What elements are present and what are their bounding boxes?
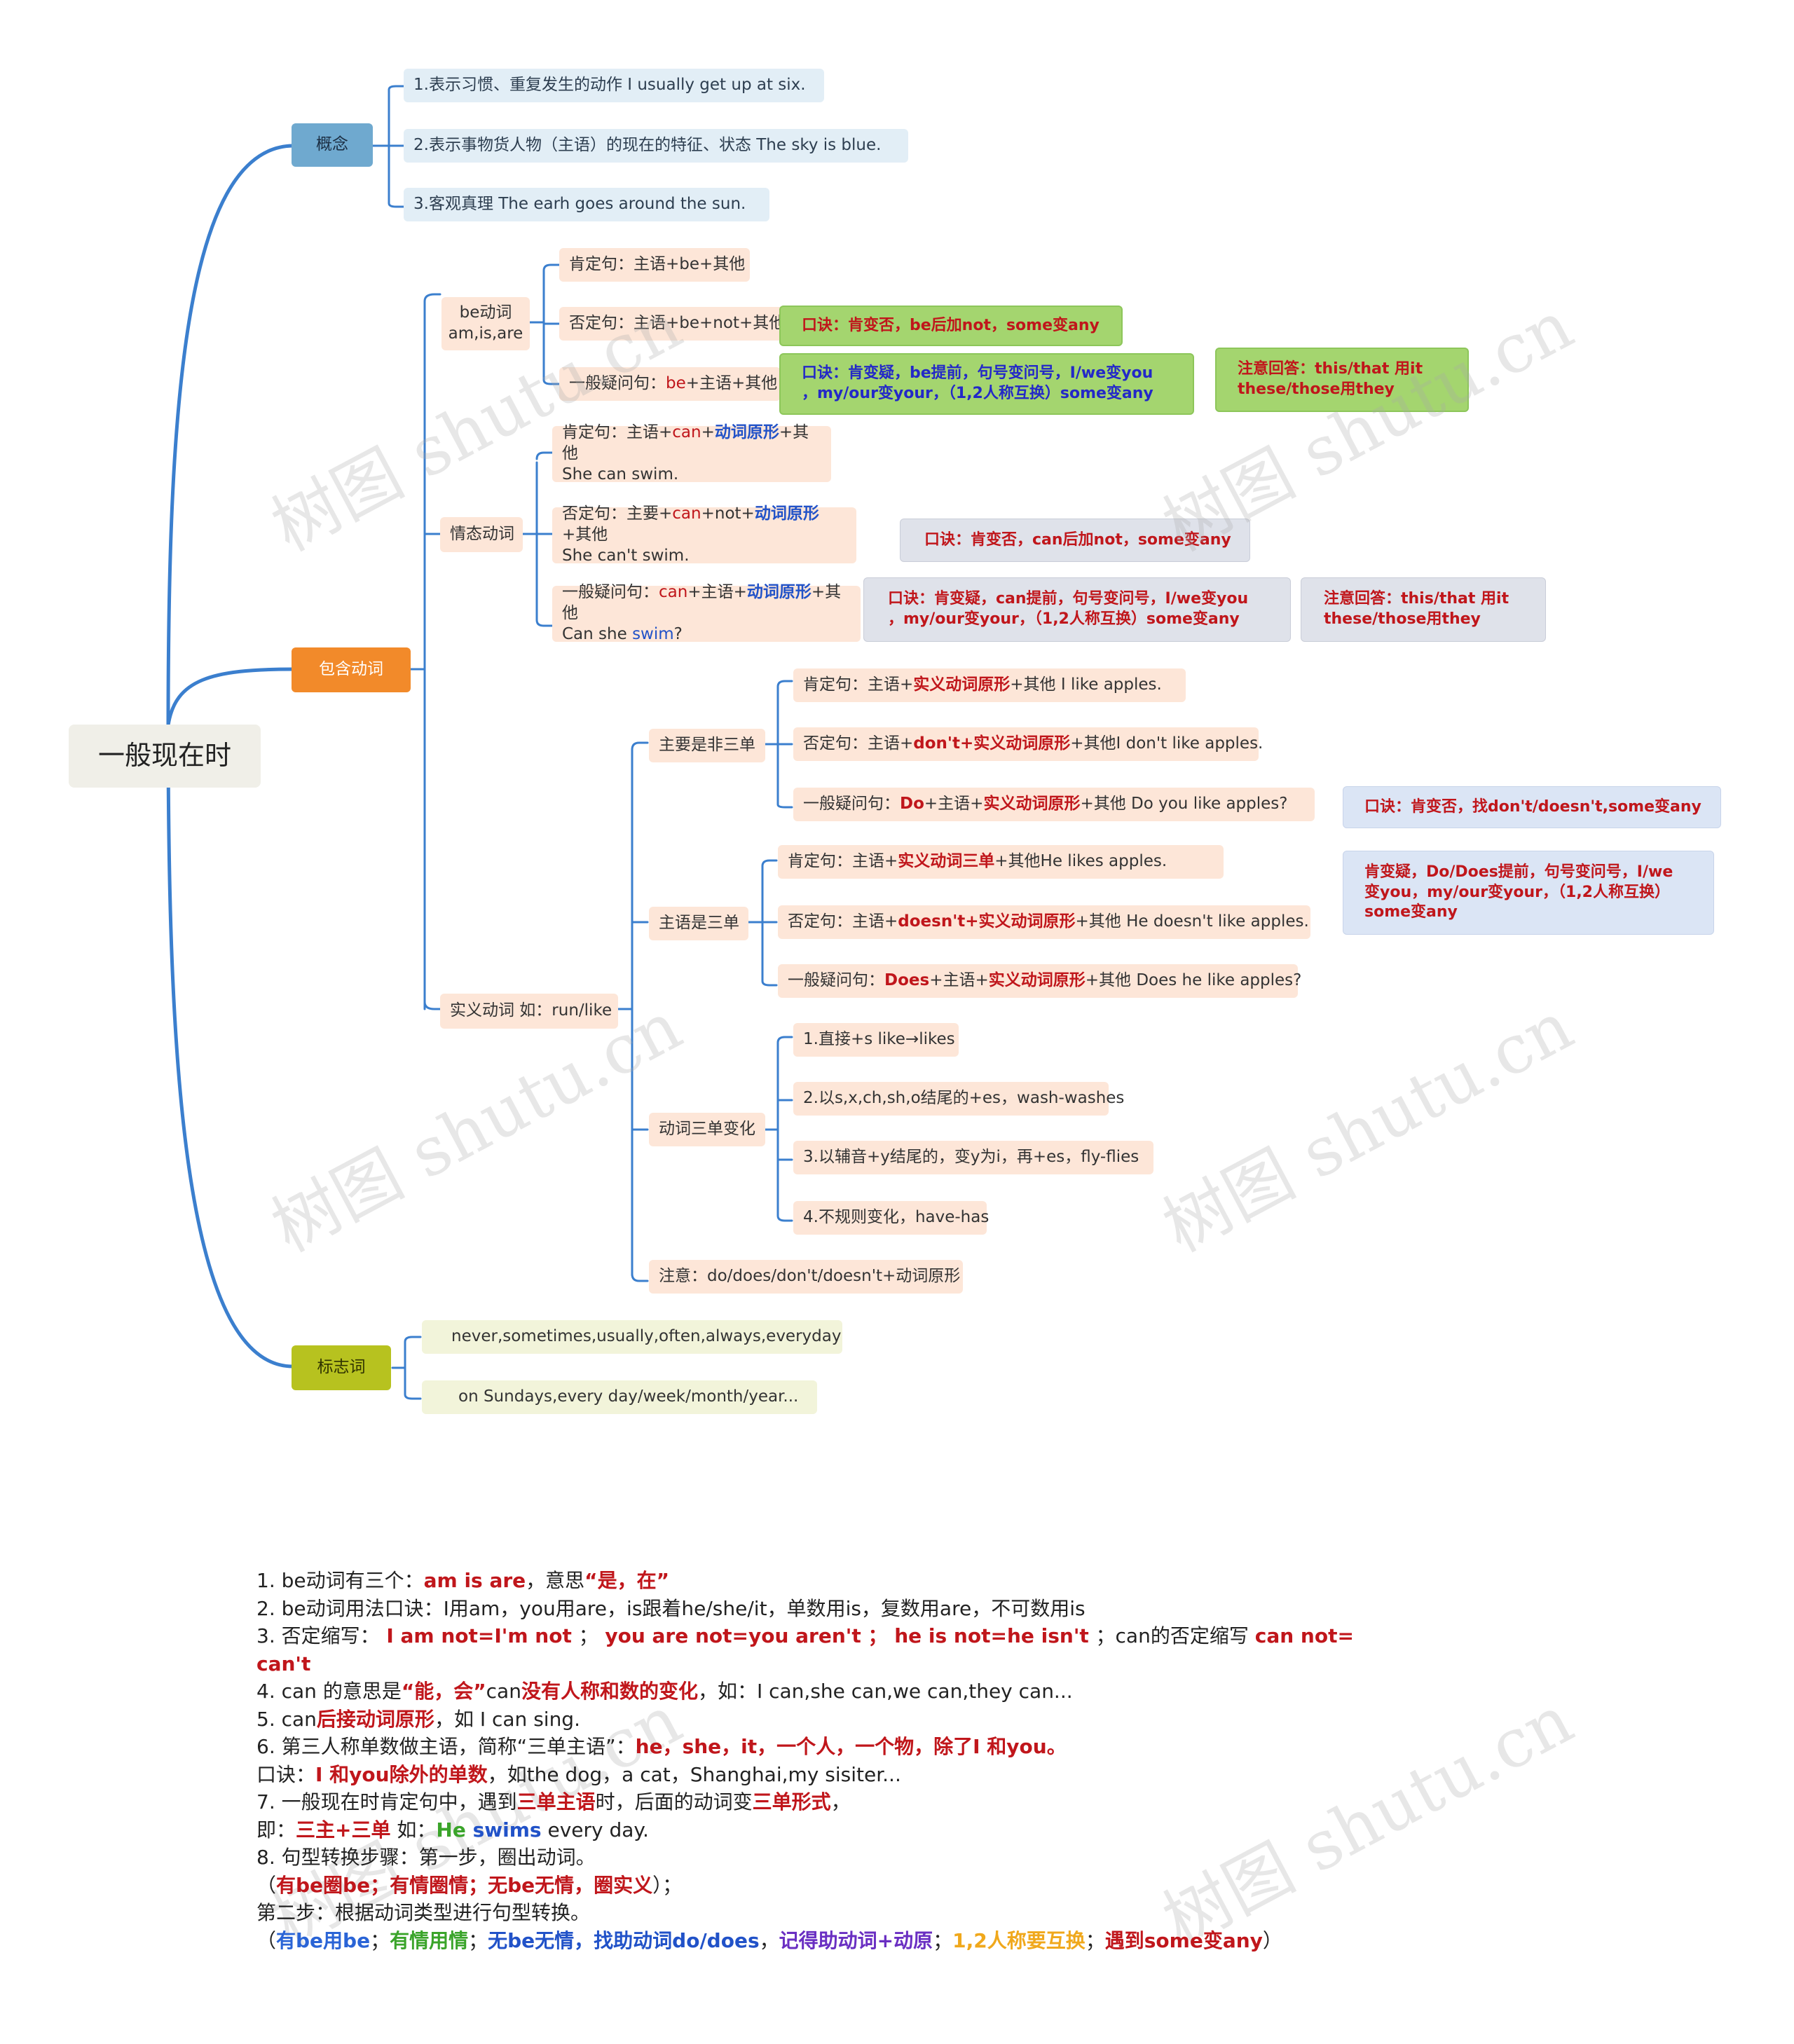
be-negative-tip: 口诀：肯变否，be后加not，some变any [779,306,1123,346]
modal-verb-node[interactable]: 情态动词 [440,517,523,552]
note-line-6b: 口诀：I 和you除外的单数，如the dog，a cat，Shanghai,m… [256,1762,901,1786]
note-line-2: 2. be动词用法口诀：I用am，you用are，is跟着he/she/it，单… [256,1596,1086,1620]
third-question[interactable]: 一般疑问句：Does+主语+实义动词原形+其他 Does he like app… [778,964,1301,998]
note-line-5: 5. can后接动词原形，如 I can sing. [256,1707,580,1731]
note-line-6: 6. 第三人称单数做主语，简称“三单主语”：he，she，it，一个人，一个物，… [256,1735,1067,1758]
modal-negative-tip: 口诀：肯变否，can后加not，some变any [900,519,1250,562]
non3-affirmative[interactable]: 肯定句：主语+实义动词原形+其他 I like apples. [793,668,1186,702]
note-line-7b: 即：三主+三单 如：He swims every day. [256,1818,649,1841]
concept-item-2[interactable]: 2.表示事物货人物（主语）的现在的特征、状态 The sky is blue. [404,129,908,163]
change-rule-1[interactable]: 1.直接+s like→likes [793,1023,959,1057]
change-rule-4[interactable]: 4.不规则变化，have-has [793,1201,989,1235]
grammar-notes: 1. be动词有三个：am is are，意思“是，在” 2. be动词用法口诀… [256,1567,1354,1954]
root-topic[interactable]: 一般现在时 [69,725,261,788]
concept-item-3[interactable]: 3.客观真理 The earh goes around the sun. [404,188,769,221]
note-line-8c: 第二步：根据动词类型进行句型转换。 [256,1901,591,1924]
note-line-7: 7. 一般现在时肯定句中，遇到三单主语时，后面的动词变三单形式， [256,1790,851,1813]
root-label: 一般现在时 [97,740,231,771]
branch-concept[interactable]: 概念 [292,123,373,167]
marker-item-2[interactable]: on Sundays,every day/week/month/year... [422,1380,817,1414]
change-rule-2[interactable]: 2.以s,x,ch,sh,o结尾的+es，wash-washes [793,1082,1124,1116]
branch-verbs-label: 包含动词 [319,660,383,679]
non3-question[interactable]: 一般疑问句：Do+主语+实义动词原形+其他 Do you like apples… [793,788,1315,821]
branch-verbs[interactable]: 包含动词 [292,647,411,692]
note-line-3b: can't [256,1652,311,1675]
non3-negative[interactable]: 否定句：主语+don't+实义动词原形+其他I don't like apple… [793,727,1263,761]
non3-tip: 口诀：肯变否，找don't/doesn't,some变any [1343,786,1721,828]
action-verb-node[interactable]: 实义动词 如：run/like [440,994,618,1029]
branch-concept-label: 概念 [316,135,348,154]
third-person-change-node[interactable]: 动词三单变化 [649,1113,765,1146]
third-person-node[interactable]: 主语是三单 [649,907,748,940]
note-line-4: 4. can 的意思是“能，会”can没有人称和数的变化，如：I can,she… [256,1680,1073,1703]
branch-markers[interactable]: 标志词 [292,1345,391,1390]
note-line-8d: （有be用be；有情用情；无be无情，找助动词do/does，记得助动词+动原；… [256,1928,1282,1952]
be-question[interactable]: 一般疑问句：be+主语+其他 [559,367,781,401]
note-line-1: 1. be动词有三个：am is are，意思“是，在” [256,1569,669,1592]
be-negative[interactable]: 否定句：主语+be+not+其他 [559,307,786,341]
be-affirmative[interactable]: 肯定句：主语+be+其他 [559,248,750,282]
third-negative[interactable]: 否定句：主语+doesn't+实义动词原形+其他 He doesn't like… [778,905,1310,939]
be-question-tip: 口诀：肯变疑，be提前，句号变问号，I/we变you，my/our变your，（… [779,353,1194,415]
note-line-8b: （有be圈be；有情圈情；无be无情，圈实义）； [256,1873,683,1897]
concept-item-1[interactable]: 1.表示习惯、重复发生的动作 I usually get up at six. [404,69,824,102]
action-note[interactable]: 注意：do/does/don't/doesn't+动词原形 [649,1260,963,1294]
modal-question-tip: 口诀：肯变疑，can提前，句号变问号，I/we变you，my/our变your，… [863,577,1291,642]
non-third-person-node[interactable]: 主要是非三单 [649,729,765,762]
note-line-8: 8. 句型转换步骤：第一步，圈出动词。 [256,1846,596,1869]
change-rule-3[interactable]: 3.以辅音+y结尾的，变y为i，再+es，fly-flies [793,1141,1153,1174]
branch-markers-label: 标志词 [317,1358,366,1377]
marker-item-1[interactable]: never,sometimes,usually,often,always,eve… [422,1320,842,1354]
third-affirmative[interactable]: 肯定句：主语+实义动词三单+其他He likes apples. [778,845,1224,879]
note-line-3: 3. 否定缩写： I am not=I'm not ； you are not=… [256,1624,1354,1647]
